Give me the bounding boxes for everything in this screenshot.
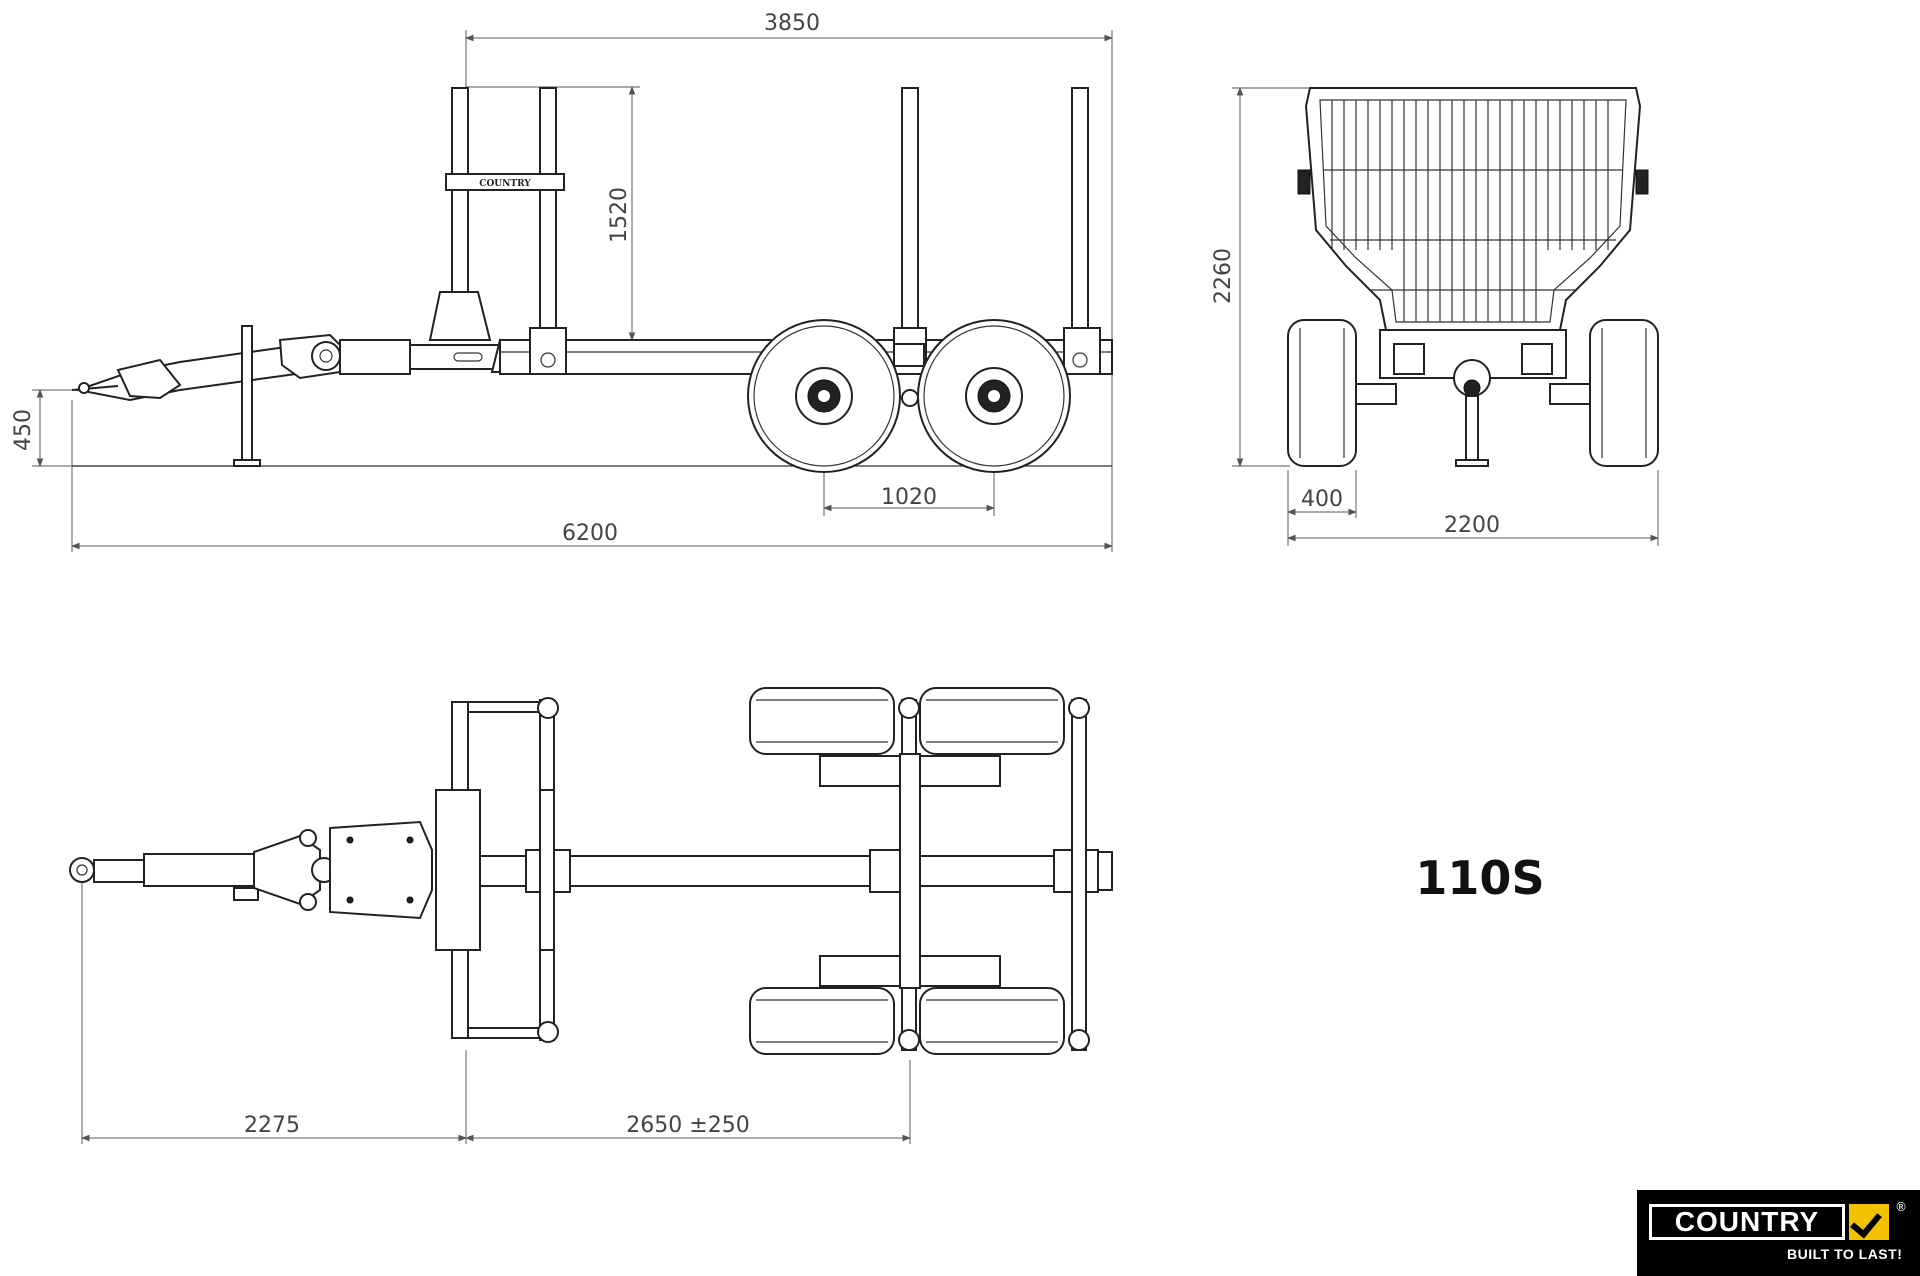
- front-grid: [1297, 87, 1649, 331]
- drawbar-side: [71, 333, 520, 402]
- rear-stake-side: [1063, 87, 1101, 375]
- dim-2275-label: 2275: [244, 1113, 300, 1138]
- bogie-pivot-side: [893, 343, 925, 407]
- model-label: 110S: [1415, 851, 1544, 905]
- top-view: 2275 2650 ±250: [69, 687, 1545, 1144]
- middle-stake-side: [893, 87, 927, 375]
- wheel-top-fl: [749, 687, 895, 755]
- axles-top: [819, 753, 1001, 989]
- logo-wordmark: COUNTRY: [1649, 1204, 1845, 1240]
- dim-2260: 2260: [1211, 87, 1310, 467]
- wheel-top-fr: [919, 687, 1065, 755]
- front-view: 2260 400 2200: [1211, 87, 1659, 546]
- wheel-right-front: [1589, 319, 1659, 467]
- wheel-rear-side: [917, 319, 1071, 473]
- logo-check-icon: [1849, 1204, 1889, 1240]
- dim-1020-label: 1020: [881, 485, 937, 510]
- dim-2650: 2650 ±250: [465, 1060, 911, 1144]
- wheel-left-front: [1287, 319, 1357, 467]
- dim-2650-label: 2650 ±250: [626, 1113, 749, 1138]
- dim-6200-label: 6200: [562, 521, 618, 546]
- country-logo: COUNTRY ® BUILT TO LAST!: [1637, 1190, 1920, 1276]
- dim-3850-label: 3850: [764, 11, 820, 36]
- dim-2200: 2200: [1287, 470, 1659, 546]
- front-chassis: [1355, 329, 1591, 467]
- dim-1520-label: 1520: [607, 187, 632, 243]
- wheel-front-side: [747, 319, 901, 473]
- dim-2200-label: 2200: [1444, 513, 1500, 538]
- rack-badge: COUNTRY: [479, 179, 531, 189]
- main-beam-top: [479, 849, 1113, 893]
- dim-3850: 3850: [465, 11, 1113, 350]
- dim-400-label: 400: [1301, 487, 1343, 512]
- dim-2275: 2275: [81, 880, 467, 1144]
- wheel-top-rl: [749, 987, 895, 1055]
- dim-1520: 1520: [466, 86, 640, 341]
- side-view: 3850 1520 450 1020 6200: [11, 11, 1113, 552]
- front-stakes-side: COUNTRY: [428, 87, 567, 375]
- logo-registered-mark: ®: [1895, 1200, 1907, 1214]
- wheel-top-rr: [919, 987, 1065, 1055]
- support-leg-side: [233, 325, 261, 467]
- drawbar-top: [69, 820, 433, 920]
- dim-400: 400: [1287, 470, 1357, 546]
- logo-tagline: BUILT TO LAST!: [1787, 1246, 1903, 1262]
- front-bunk-top: [435, 697, 559, 1043]
- dim-450: 450: [11, 389, 240, 467]
- dim-2260-label: 2260: [1211, 248, 1236, 304]
- dim-450-label: 450: [11, 409, 36, 451]
- dim-6200: 6200: [71, 370, 1113, 552]
